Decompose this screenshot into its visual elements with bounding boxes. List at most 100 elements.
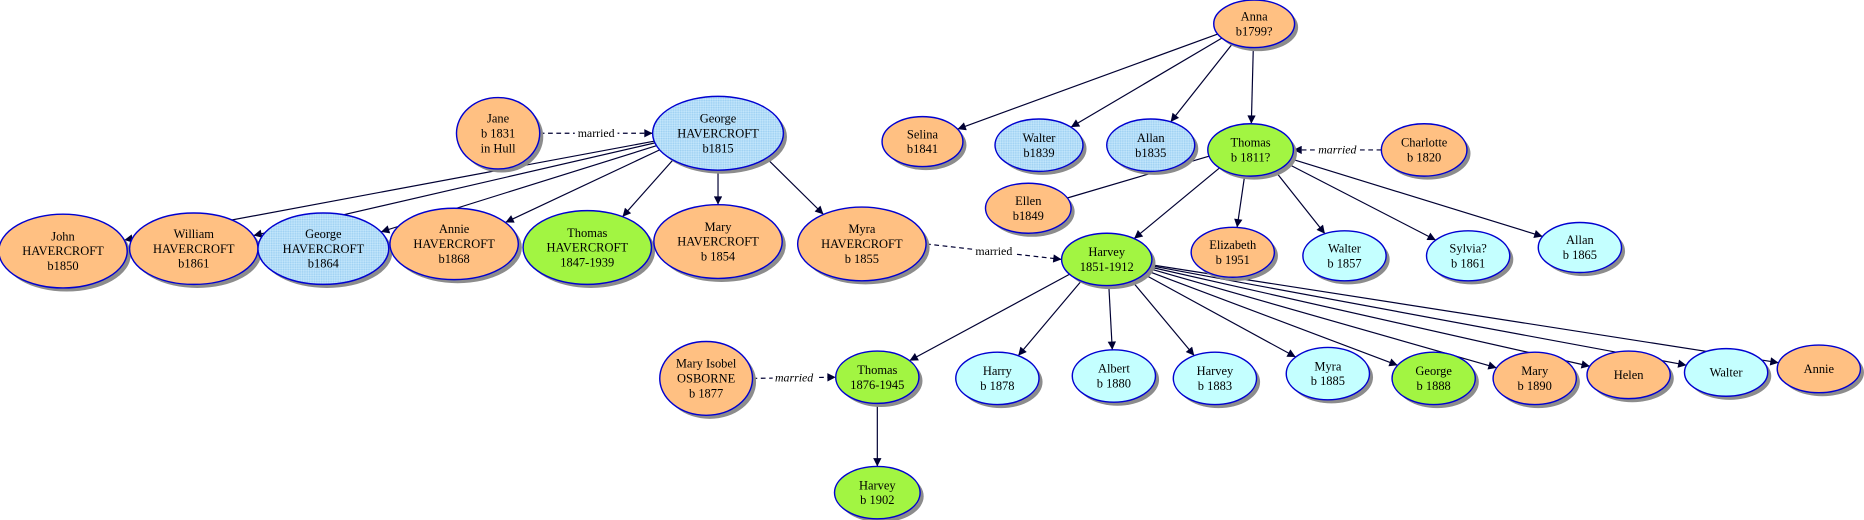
person-ellipse[interactable] (1190, 226, 1276, 278)
edge-thomas1811-to-harvey1851 (1133, 167, 1220, 240)
person-ellipse[interactable] (1106, 118, 1196, 173)
person-node-walter[interactable]: Walter (1683, 347, 1772, 400)
person-name: Harvey (1197, 364, 1234, 378)
person-ellipse[interactable] (1172, 351, 1258, 406)
person-detail: HAVERCROFT (22, 244, 104, 258)
person-ellipse[interactable] (984, 182, 1072, 234)
parent-child-line (1149, 266, 1590, 369)
person-ellipse[interactable] (651, 95, 785, 171)
person-ellipse[interactable] (833, 465, 921, 520)
edge-harvey1851-to-george1888 (1147, 270, 1398, 367)
person-ellipse[interactable] (1425, 230, 1511, 282)
parent-child-line (1170, 43, 1233, 123)
person-name: Thomas (567, 226, 607, 240)
person-name: Harry (983, 364, 1013, 378)
person-ellipse[interactable] (1285, 346, 1371, 401)
person-ellipse[interactable] (1537, 221, 1623, 274)
edge-thomas1811-to-walter1857 (1274, 170, 1326, 235)
person-ellipse[interactable] (1391, 351, 1476, 406)
person-ellipse[interactable] (1776, 344, 1862, 394)
person-ellipse[interactable] (1380, 123, 1468, 177)
person-ellipse[interactable] (881, 115, 964, 168)
person-name: Charlotte (1401, 136, 1448, 150)
person-ellipse[interactable] (955, 351, 1040, 406)
person-ellipse[interactable] (796, 206, 927, 282)
person-ellipse[interactable] (389, 207, 520, 281)
person-detail: b 1885 (1311, 374, 1345, 388)
edge-harvey1851-to-myra1885 (1143, 273, 1296, 358)
person-detail: HAVERCROFT (547, 241, 629, 255)
person-node-sylvia[interactable]: Sylvia?b 1861 (1425, 230, 1514, 285)
person-ellipse[interactable] (994, 118, 1084, 173)
person-name: Selina (907, 127, 939, 141)
person-ellipse[interactable] (1071, 349, 1157, 403)
person-detail: HAVERCROFT (821, 237, 903, 251)
parent-child-line (1274, 170, 1326, 235)
person-detail: b 1951 (1216, 253, 1250, 267)
person-ellipse[interactable] (1492, 351, 1578, 406)
person-node-annie[interactable]: Annie (1776, 344, 1864, 397)
person-ellipse[interactable] (257, 212, 390, 286)
person-detail: b 1878 (980, 379, 1014, 393)
parent-child-line (1147, 270, 1398, 367)
person-ellipse[interactable] (1302, 230, 1387, 282)
edge-jane-to-george1815: married (539, 124, 653, 140)
edge-anna-to-allan1835 (1170, 43, 1233, 123)
person-name: Annie (1804, 362, 1835, 376)
person-ellipse[interactable] (1586, 350, 1671, 400)
person-ellipse[interactable] (522, 209, 653, 286)
person-ellipse[interactable] (1060, 232, 1153, 287)
person-ellipse[interactable] (1207, 123, 1295, 177)
person-ellipse[interactable] (0, 213, 128, 289)
person-ellipse[interactable] (659, 340, 754, 416)
person-detail: b 1831 (481, 126, 515, 140)
person-detail: b 1857 (1327, 256, 1361, 270)
person-ellipse[interactable] (1213, 0, 1296, 49)
person-ellipse[interactable] (455, 96, 541, 170)
person-node-helen[interactable]: Helen (1586, 350, 1674, 403)
person-detail: b 1861 (1451, 256, 1485, 270)
person-name: Walter (1328, 242, 1362, 256)
person-ellipse[interactable] (653, 203, 783, 280)
person-ellipse[interactable] (834, 350, 920, 405)
person-ellipse[interactable] (1683, 347, 1769, 397)
edge-harvey1851-to-harry (1017, 280, 1082, 357)
edge-myra1855-to-harvey1851: married (925, 243, 1062, 263)
person-name: Thomas (1231, 136, 1271, 150)
person-name: Albert (1098, 362, 1130, 376)
person-name: William (174, 227, 215, 241)
parent-child-line (909, 273, 1070, 362)
person-detail: HAVERCROFT (677, 126, 759, 140)
person-detail: b 1811? (1231, 151, 1271, 165)
edge-label-background (772, 369, 816, 384)
